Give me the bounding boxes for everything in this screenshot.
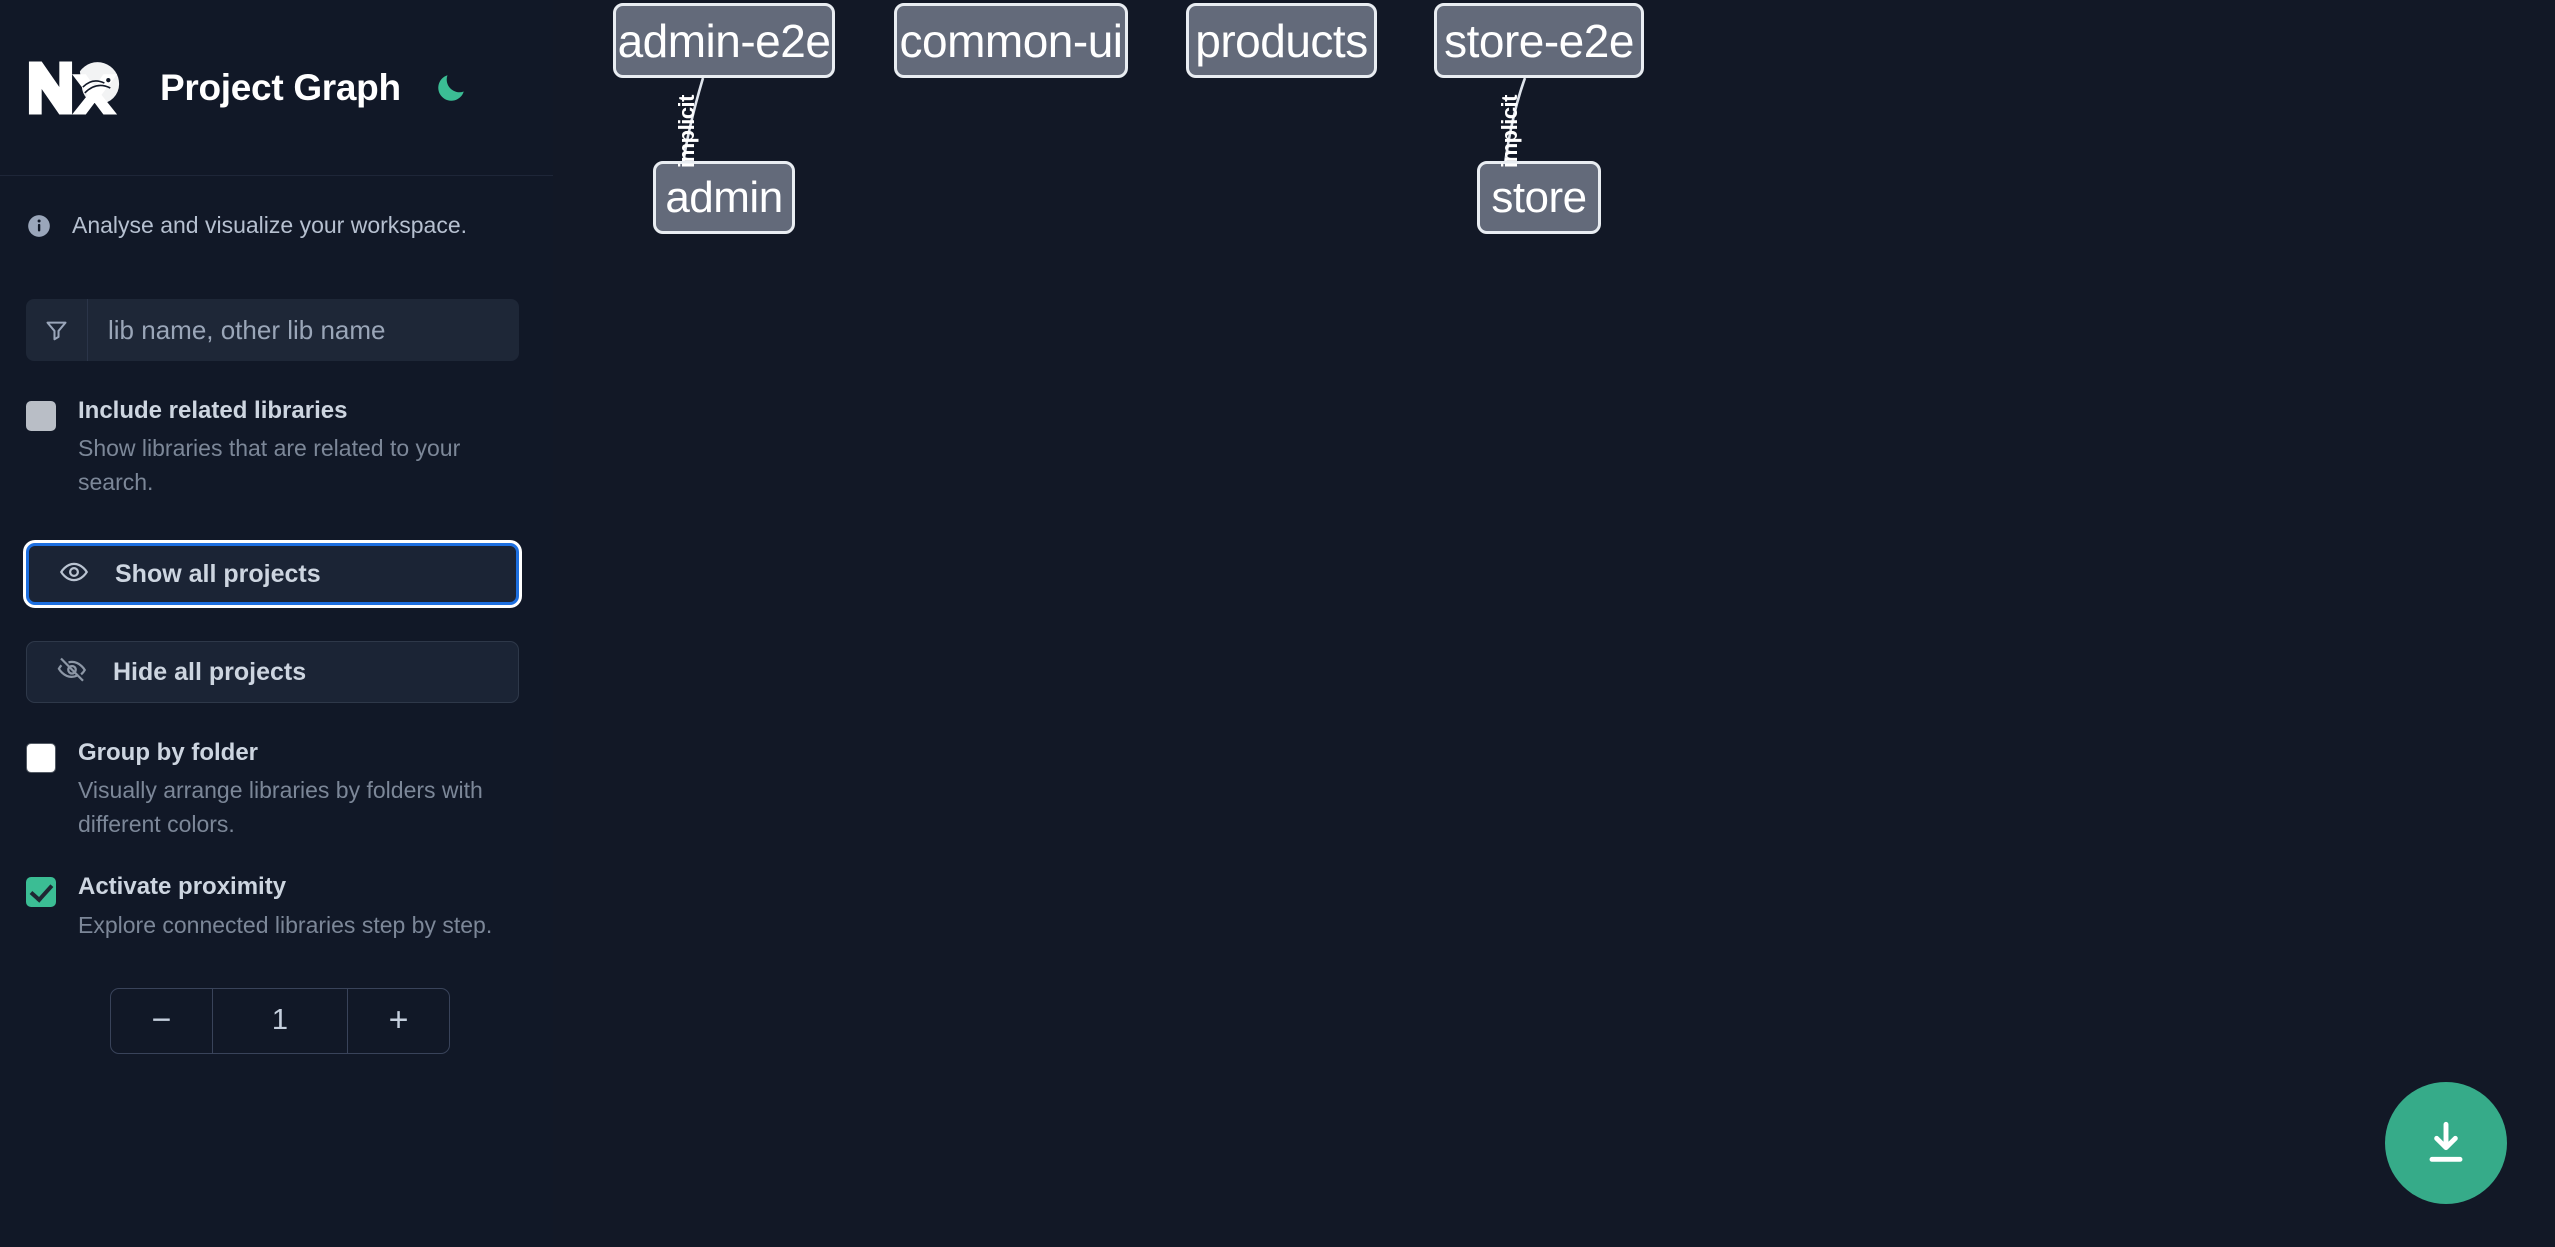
option-group-by-folder[interactable]: Group by folder Visually arrange librari… bbox=[0, 703, 553, 841]
edge-label-store-implicit: implicit bbox=[1497, 95, 1522, 169]
include-related-libraries-label: Include related libraries bbox=[78, 397, 348, 424]
eye-off-icon bbox=[57, 655, 87, 690]
graph-node-admin[interactable]: admin bbox=[653, 161, 795, 234]
group-by-folder-description: Visually arrange libraries by folders wi… bbox=[78, 777, 483, 837]
graph-node-admin-e2e[interactable]: admin-e2e bbox=[613, 3, 835, 78]
proximity-increment-button[interactable]: + bbox=[347, 988, 449, 1053]
sidebar: Project Graph Analyse and visualize your… bbox=[0, 0, 553, 1247]
download-icon bbox=[2429, 1121, 2463, 1162]
proximity-decrement-button[interactable]: − bbox=[111, 988, 213, 1053]
workspace-info-text: Analyse and visualize your workspace. bbox=[72, 212, 468, 238]
group-by-folder-label: Group by folder bbox=[78, 739, 258, 767]
funnel-icon bbox=[26, 299, 88, 361]
option-activate-proximity[interactable]: Activate proximity Explore connected lib… bbox=[0, 841, 553, 942]
group-by-folder-checkbox[interactable] bbox=[26, 743, 56, 774]
filter-search-box[interactable] bbox=[26, 299, 519, 361]
search-input[interactable] bbox=[88, 299, 519, 361]
show-all-projects-button[interactable]: Show all projects bbox=[26, 543, 519, 606]
activate-proximity-checkbox[interactable] bbox=[26, 877, 56, 908]
include-related-libraries-description: Show libraries that are related to your … bbox=[78, 435, 461, 495]
proximity-stepper: − 1 + bbox=[110, 987, 450, 1054]
graph-canvas[interactable]: admin-e2e common-ui products store-e2e a… bbox=[553, 0, 2555, 1247]
include-related-libraries-checkbox[interactable] bbox=[26, 401, 56, 431]
page-title: Project Graph bbox=[160, 66, 401, 108]
nx-logo-icon bbox=[26, 57, 124, 119]
activate-proximity-label: Activate proximity bbox=[78, 873, 287, 901]
graph-node-products[interactable]: products bbox=[1186, 3, 1377, 78]
moon-icon[interactable] bbox=[431, 68, 471, 108]
graph-node-store[interactable]: store bbox=[1477, 161, 1601, 234]
activate-proximity-description: Explore connected libraries step by step… bbox=[78, 911, 493, 938]
download-graph-button[interactable] bbox=[2385, 1082, 2507, 1204]
hide-all-projects-label: Hide all projects bbox=[113, 657, 307, 686]
graph-node-store-e2e[interactable]: store-e2e bbox=[1434, 3, 1644, 78]
option-include-related-libraries[interactable]: Include related libraries Show libraries… bbox=[0, 361, 553, 499]
eye-icon bbox=[59, 557, 89, 592]
hide-all-projects-button[interactable]: Hide all projects bbox=[26, 641, 519, 704]
info-icon bbox=[26, 213, 52, 239]
graph-node-common-ui[interactable]: common-ui bbox=[894, 3, 1128, 78]
workspace-info: Analyse and visualize your workspace. bbox=[0, 176, 553, 239]
edge-label-admin-implicit: implicit bbox=[674, 95, 699, 169]
sidebar-header: Project Graph bbox=[0, 0, 553, 176]
proximity-value: 1 bbox=[271, 1004, 289, 1037]
show-all-projects-label: Show all projects bbox=[115, 559, 321, 588]
